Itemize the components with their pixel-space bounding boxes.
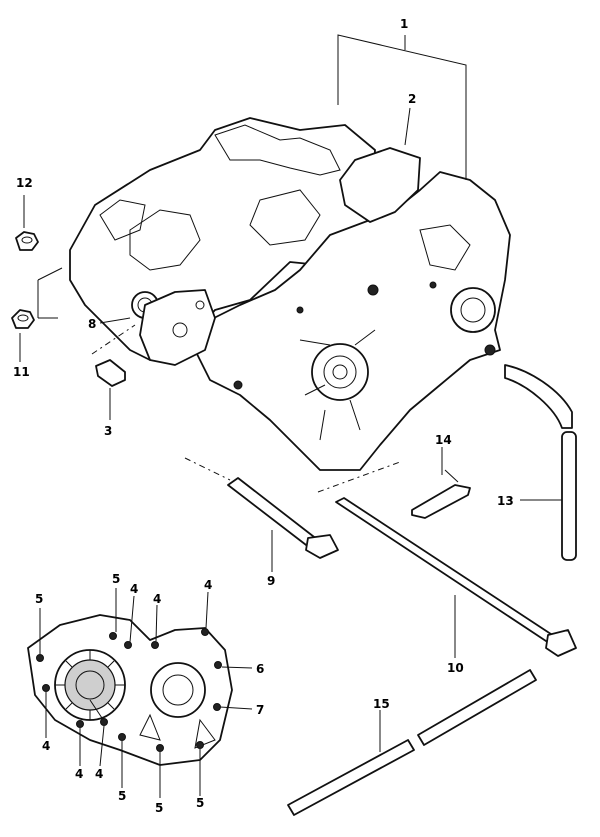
callout-4: 4 — [204, 578, 212, 592]
callout-4: 4 — [130, 582, 138, 596]
leader-2 — [404, 107, 411, 146]
callout-4: 4 — [42, 739, 50, 753]
callout-5: 5 — [196, 796, 204, 810]
callout-11: 11 — [13, 365, 30, 379]
case-gasket — [339, 147, 421, 223]
part-14-plate — [411, 469, 471, 519]
callout-5: 5 — [112, 572, 120, 586]
callout-5: 5 — [155, 801, 163, 815]
callout-10: 10 — [447, 661, 464, 675]
callout-3: 3 — [104, 424, 112, 438]
part-10-bolt — [335, 497, 577, 657]
callout-1: 1 — [400, 17, 408, 31]
leader-1 — [337, 34, 467, 180]
callout-4: 4 — [75, 767, 83, 781]
part-9-bolt — [227, 477, 339, 559]
part-11-nut — [11, 309, 35, 329]
callout-7: 7 — [256, 703, 264, 717]
callout-8: 8 — [88, 317, 96, 331]
callout-6: 6 — [256, 662, 264, 676]
part-15-hose — [287, 669, 537, 816]
callout-2: 2 — [408, 92, 416, 106]
callout-4: 4 — [95, 767, 103, 781]
crankcase-side-view — [27, 614, 233, 766]
callout-9: 9 — [267, 574, 275, 588]
callout-4: 4 — [153, 592, 161, 606]
part-12-nut — [15, 231, 39, 251]
part-3-dowel — [95, 359, 126, 387]
callout-14: 14 — [435, 433, 452, 447]
callout-5: 5 — [35, 592, 43, 606]
callout-15: 15 — [373, 697, 390, 711]
callout-5: 5 — [118, 789, 126, 803]
part-13-hose — [504, 364, 577, 561]
callout-13: 13 — [497, 494, 514, 508]
crankcase-assembly — [69, 117, 511, 471]
callout-12: 12 — [16, 176, 33, 190]
leader-8 — [99, 317, 131, 324]
